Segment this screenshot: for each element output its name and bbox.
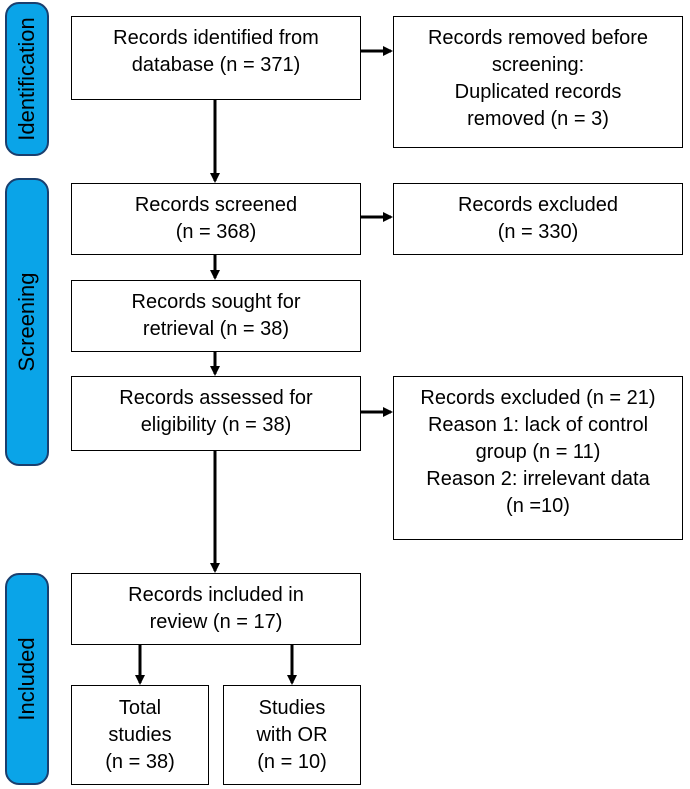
box-records-included: Records included in review (n = 17) <box>71 573 361 645</box>
box-records-excluded-330: Records excluded (n = 330) <box>393 183 683 255</box>
box-records-screened: Records screened (n = 368) <box>71 183 361 255</box>
box-line: Reason 2: irrelevant data <box>426 468 650 490</box>
box-line: Duplicated records <box>454 81 622 103</box>
box-line: (n = 330) <box>497 221 579 243</box>
box-studies-with-or: Studies with OR (n = 10) <box>223 685 361 785</box>
box-line: Records excluded <box>457 194 619 216</box>
box-line: group (n = 11) <box>475 441 601 463</box>
box-line: (n = 368) <box>175 221 257 243</box>
box-line: review (n = 17) <box>149 611 283 633</box>
box-records-sought: Records sought for retrieval (n = 38) <box>71 280 361 352</box>
box-line: Records included in <box>128 584 304 606</box>
box-line: Records removed before <box>427 27 649 49</box>
box-line: Records sought for <box>131 291 301 313</box>
box-line: Records excluded (n = 21) <box>420 387 656 409</box>
box-total-studies: Total studies (n = 38) <box>71 685 209 785</box>
box-line: Total <box>118 696 162 719</box>
box-line: database (n = 371) <box>131 54 301 76</box>
box-line: Reason 1: lack of control <box>427 414 649 436</box>
box-line: studies <box>108 723 172 746</box>
box-line: with OR <box>256 723 328 746</box>
box-line: Records assessed for <box>119 387 313 409</box>
box-records-assessed: Records assessed for eligibility (n = 38… <box>71 376 361 451</box>
box-line: Records screened <box>134 194 298 216</box>
box-line: eligibility (n = 38) <box>140 414 292 436</box>
box-line: screening: <box>491 54 585 76</box>
box-line: Records identified from <box>113 27 319 49</box>
stage-screening: Screening <box>5 178 49 466</box>
box-line: Studies <box>258 696 326 719</box>
box-line: (n = 38) <box>105 750 175 773</box>
box-line: retrieval (n = 38) <box>142 318 290 340</box>
box-line: (n = 10) <box>257 750 327 773</box>
box-line: (n =10) <box>506 495 570 517</box>
box-records-excluded-21: Records excluded (n = 21) Reason 1: lack… <box>393 376 683 540</box>
box-line: removed (n = 3) <box>467 108 609 130</box>
box-records-identified: Records identified from database (n = 37… <box>71 16 361 100</box>
box-records-removed: Records removed before screening: Duplic… <box>393 16 683 148</box>
stage-included: Included <box>5 573 49 785</box>
stage-identification: Identification <box>5 2 49 156</box>
